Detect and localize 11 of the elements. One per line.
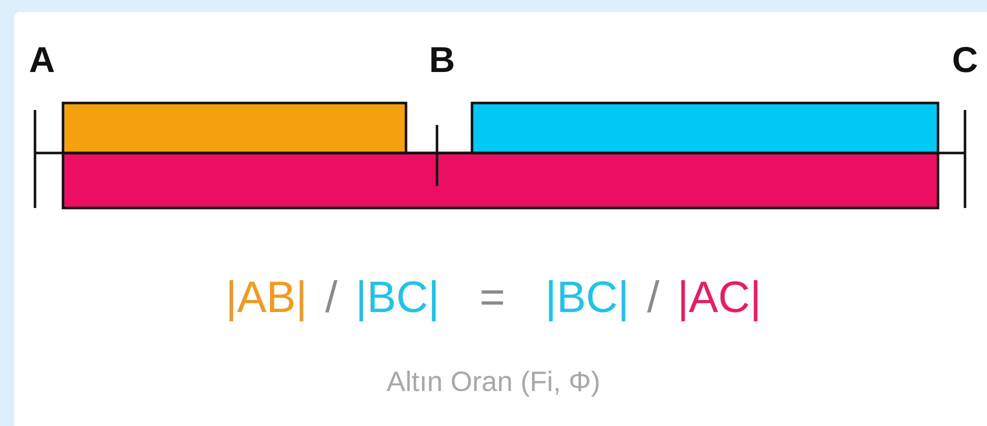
formula-term: |BC| [545, 276, 630, 320]
formula-term: |AB| [226, 276, 308, 320]
point-label: B [429, 42, 455, 78]
caption: Altın Oran (Fi, Φ) [386, 368, 600, 396]
formula-term: = [479, 276, 506, 320]
formula-term: |BC| [355, 276, 440, 320]
formula-term: / [647, 276, 660, 320]
point-label: A [29, 42, 55, 78]
formula-term: / [325, 276, 338, 320]
formula-term: |AC| [677, 276, 762, 320]
point-label: C [952, 42, 978, 78]
